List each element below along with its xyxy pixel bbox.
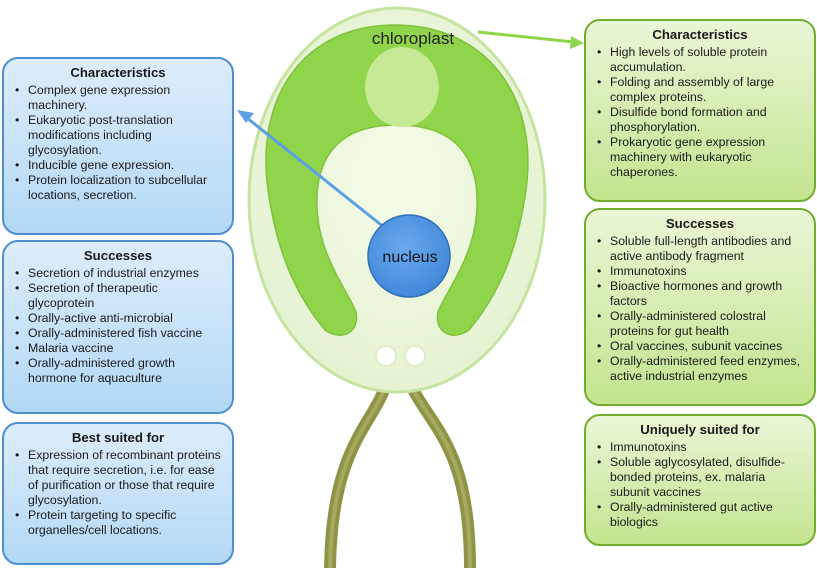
right-vacuole [404, 345, 426, 367]
list-item: Eukaryotic post-translation modification… [15, 113, 222, 158]
list-item: Orally-active anti-microbial [15, 311, 222, 326]
list-item: Oral vaccines, subunit vaccines [597, 339, 804, 354]
right-flagellum [402, 372, 476, 568]
nuclear-characteristics-title: Characteristics [70, 65, 166, 80]
list-item: High levels of soluble protein accumulat… [597, 45, 804, 75]
chloroplast-uniquely-suited-title: Uniquely suited for [640, 422, 760, 437]
chloroplast-label: chloroplast [372, 29, 454, 48]
chloroplast-characteristics-box: Characteristics High levels of soluble p… [584, 19, 816, 202]
nuclear-best-suited-list: Expression of recombinant proteins that … [14, 448, 222, 538]
nuclear-best-suited-title: Best suited for [71, 430, 165, 445]
list-item: Folding and assembly of large complex pr… [597, 75, 804, 105]
chloroplast-successes-list: Soluble full-length antibodies and activ… [596, 234, 804, 384]
nuclear-successes-box: Successes Secretion of industrial enzyme… [2, 240, 234, 414]
list-item: Immunotoxins [597, 264, 804, 279]
nuclear-characteristics-list: Complex gene expression machinery.Eukary… [14, 83, 222, 203]
list-item: Disulfide bond formation and phosphoryla… [597, 105, 804, 135]
list-item: Soluble full-length antibodies and activ… [597, 234, 804, 264]
list-item: Orally-administered feed enzymes, active… [597, 354, 804, 384]
list-item: Immunotoxins [597, 440, 804, 455]
nuclear-successes-list: Secretion of industrial enzymesSecretion… [14, 266, 222, 386]
chloroplast-arrowhead [570, 36, 584, 49]
list-item: Protein localization to subcellular loca… [15, 173, 222, 203]
list-item: Orally-administered colostral proteins f… [597, 309, 804, 339]
list-item: Bioactive hormones and growth factors [597, 279, 804, 309]
nuclear-characteristics-box: Characteristics Complex gene expression … [2, 57, 234, 235]
nucleus-label: nucleus [382, 249, 437, 266]
list-item: Soluble aglycosylated, disulfide-bonded … [597, 455, 804, 500]
chloroplast-successes-box: Successes Soluble full-length antibodies… [584, 208, 816, 406]
list-item: Prokaryotic gene expression machinery wi… [597, 135, 804, 180]
list-item: Expression of recombinant proteins that … [15, 448, 222, 508]
list-item: Orally-administered growth hormone for a… [15, 356, 222, 386]
chloroplast-successes-title: Successes [665, 216, 735, 231]
pyrenoid [365, 47, 439, 127]
list-item: Protein targeting to specific organelles… [15, 508, 222, 538]
list-item: Complex gene expression machinery. [15, 83, 222, 113]
left-vacuole [375, 345, 397, 367]
nucleus-arrow [246, 116, 386, 230]
chloroplast-characteristics-list: High levels of soluble protein accumulat… [596, 45, 804, 180]
nuclear-best-suited-box: Best suited for Expression of recombinan… [2, 422, 234, 565]
left-flagellum [324, 372, 394, 568]
chloroplast-uniquely-suited-box: Uniquely suited for ImmunotoxinsSoluble … [584, 414, 816, 546]
chloroplast-characteristics-title: Characteristics [652, 27, 748, 42]
list-item: Secretion of therapeutic glycoprotein [15, 281, 222, 311]
list-item: Inducible gene expression. [15, 158, 222, 173]
nucleus-arrowhead [237, 110, 254, 123]
list-item: Malaria vaccine [15, 341, 222, 356]
chloroplast-uniquely-suited-list: ImmunotoxinsSoluble aglycosylated, disul… [596, 440, 804, 530]
list-item: Orally-administered fish vaccine [15, 326, 222, 341]
list-item: Secretion of industrial enzymes [15, 266, 222, 281]
nucleus-shape [367, 214, 451, 298]
nuclear-successes-title: Successes [83, 248, 153, 263]
chloroplast-arrow [477, 30, 575, 44]
list-item: Orally-administered gut active biologics [597, 500, 804, 530]
